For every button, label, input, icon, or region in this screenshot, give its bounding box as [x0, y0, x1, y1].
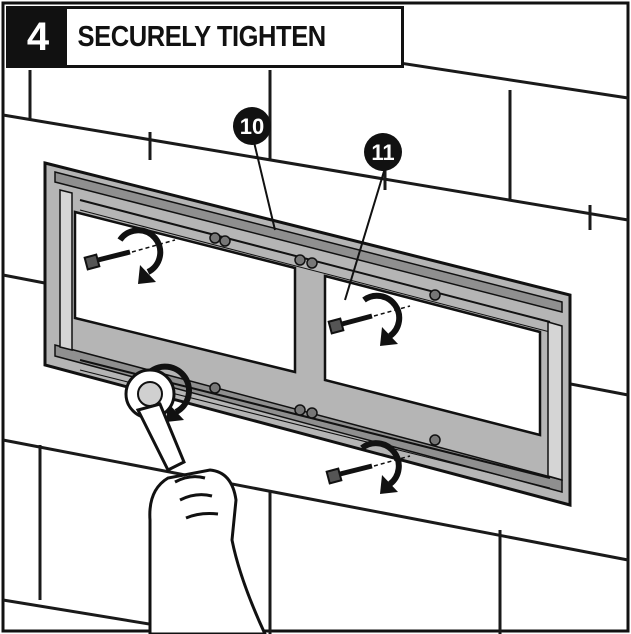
rotate-clockwise-arrow-icon — [117, 227, 164, 284]
bracket-cutout-right — [323, 274, 542, 437]
rotate-clockwise-arrow-icon — [360, 440, 402, 494]
wrench-icon — [124, 368, 186, 473]
bolt-top-left — [83, 239, 176, 271]
wall-bracket — [43, 161, 572, 507]
bolt-bottom-right — [325, 455, 411, 485]
bolt-icon — [327, 317, 345, 335]
step-title: SECURELY TIGHTEN — [77, 20, 327, 53]
step-header: 4 SECURELY TIGHTEN — [6, 6, 404, 68]
bolt-icon — [325, 467, 343, 485]
step-number: 4 — [9, 9, 67, 65]
callout-10: 10 — [233, 107, 271, 145]
callout-11: 11 — [364, 133, 402, 171]
hand-icon — [148, 468, 267, 634]
callout-10-leader — [253, 141, 276, 231]
callout-10-label: 10 — [240, 114, 264, 139]
rotate-clockwise-arrow-icon — [362, 292, 403, 346]
callout-11-leader — [344, 167, 386, 301]
callout-11-label: 11 — [371, 140, 394, 165]
bolt-icon — [83, 253, 101, 271]
bolt-top-right — [327, 305, 411, 335]
